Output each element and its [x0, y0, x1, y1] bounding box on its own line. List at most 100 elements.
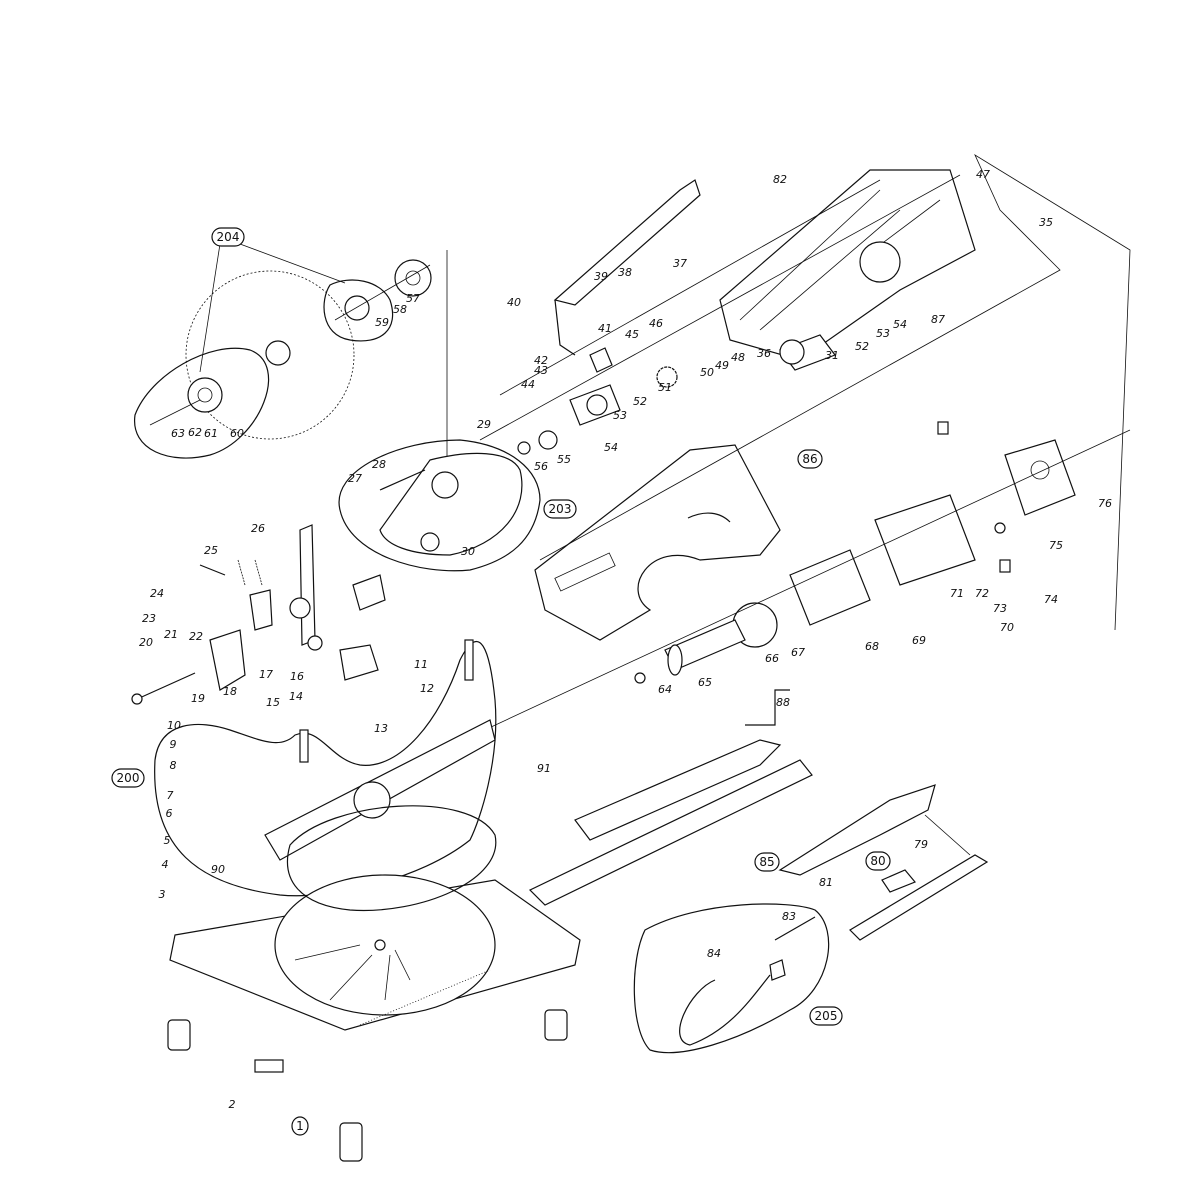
- group-outline-203: [338, 439, 541, 572]
- part-number-label: 55: [557, 453, 571, 466]
- part-number-label: 22: [189, 630, 203, 643]
- part-number-label: 47: [976, 168, 990, 181]
- assembly-callout-badge: [797, 449, 823, 469]
- foot-1: [339, 1122, 363, 1162]
- part-number-label: 88: [776, 696, 790, 709]
- part-number-label: 13: [374, 722, 388, 735]
- assembly-callout-badge: [211, 227, 245, 247]
- assembly-callout-badge: [111, 768, 145, 788]
- part-number-label: 54: [893, 318, 907, 331]
- pivot-block-11: [339, 644, 379, 681]
- part-number-label: 19: [191, 692, 205, 705]
- cord-clamp-83: [774, 916, 816, 941]
- part-number-label: 27: [348, 472, 362, 485]
- part-number-label: 49: [715, 359, 729, 372]
- clamp-2: [254, 1059, 284, 1073]
- link-roller: [289, 597, 311, 619]
- part-number-label: 69: [912, 634, 926, 647]
- part-number-label: 14: [289, 690, 303, 703]
- part-number-label: 67: [791, 646, 805, 659]
- handle-hook: [554, 299, 576, 356]
- part-number-label: 64: [658, 683, 672, 696]
- link-plate-17: [299, 524, 316, 646]
- assembly-callout-badge: [754, 852, 780, 872]
- handle-assembly: [778, 784, 989, 941]
- part-number-label: 71: [950, 587, 964, 600]
- switch-80: [881, 869, 916, 893]
- part-number-label: 52: [633, 395, 647, 408]
- part-number-label: 72: [975, 587, 989, 600]
- assembly-callout-badge: [543, 499, 577, 519]
- part-number-label: 9: [170, 738, 177, 751]
- part-number-label: 51: [658, 381, 672, 394]
- part-number-label: 17: [259, 668, 273, 681]
- part-number-label: 53: [613, 409, 627, 422]
- bearing: [586, 394, 608, 416]
- motor-pulley: [779, 339, 805, 365]
- part-number-label: 4: [162, 858, 169, 871]
- assembly-number-label: 86: [802, 452, 817, 466]
- part-number-label: 62: [188, 426, 202, 439]
- axis-line: [419, 429, 1131, 761]
- blade-arbor-hole: [265, 340, 291, 366]
- part-number-label: 41: [598, 322, 612, 335]
- part-number-label: 82: [773, 173, 787, 186]
- part-number-label: 74: [1044, 593, 1058, 606]
- part-number-label: 61: [204, 427, 218, 440]
- part-number-label: 63: [171, 427, 185, 440]
- end-cap-75: [1004, 439, 1076, 516]
- plug: [769, 959, 786, 981]
- knob-10: [299, 729, 309, 763]
- part-number-label: 36: [757, 347, 771, 360]
- motor: [419, 421, 1131, 761]
- assembly-number-label: 200: [117, 771, 140, 785]
- arm-housing: [719, 169, 976, 361]
- arm-pulley: [859, 241, 901, 283]
- stator-69: [789, 549, 871, 626]
- part-number-label: 40: [507, 296, 521, 309]
- part-number-label: 42: [534, 354, 548, 367]
- gear-51: [656, 366, 678, 388]
- part-number-label: 2: [229, 1098, 236, 1111]
- part-number-label: 23: [142, 612, 156, 625]
- fence-rails: [528, 689, 813, 906]
- part-number-label: 5: [164, 834, 171, 847]
- saw-blade: [185, 270, 355, 440]
- part-number-label: 59: [375, 316, 389, 329]
- power-cord-assembly: [633, 903, 830, 1054]
- base-assembly: [167, 805, 581, 1162]
- part-number-label: 43: [534, 364, 548, 377]
- leader-line: [239, 243, 346, 284]
- part-number-label: 65: [698, 676, 712, 689]
- part-number-label: 24: [150, 587, 164, 600]
- guard-pivot: [431, 471, 459, 499]
- assembly-frame-line: [539, 153, 1131, 631]
- rail-bracket: [745, 689, 790, 726]
- part-number-label: 25: [204, 544, 218, 557]
- group-outline-204: [134, 347, 269, 459]
- part-number-label: 57: [406, 292, 420, 305]
- flange-hole: [197, 387, 213, 403]
- part-number-label: 30: [461, 545, 475, 558]
- part-number-label: 66: [765, 652, 779, 665]
- foot-right: [544, 1009, 568, 1041]
- part-number-label: 37: [673, 257, 687, 270]
- part-number-label: 18: [223, 685, 237, 698]
- part-number-label: 16: [290, 670, 304, 683]
- brush-cap: [937, 421, 949, 435]
- turntable-top: [286, 805, 497, 912]
- assembly-number-label: 204: [217, 230, 240, 244]
- part-number-label: 83: [782, 910, 796, 923]
- motor-arm: [479, 153, 1131, 631]
- part-number-label: 87: [931, 313, 945, 326]
- axis-line: [334, 264, 431, 321]
- table-arm-assembly: [154, 639, 497, 897]
- miter-scale: [359, 969, 491, 1026]
- foot-left: [167, 1019, 191, 1051]
- assembly-number-label: 85: [759, 855, 774, 869]
- part-number-label: 54: [604, 441, 618, 454]
- rod-24: [199, 564, 226, 576]
- plate-hole: [405, 270, 421, 286]
